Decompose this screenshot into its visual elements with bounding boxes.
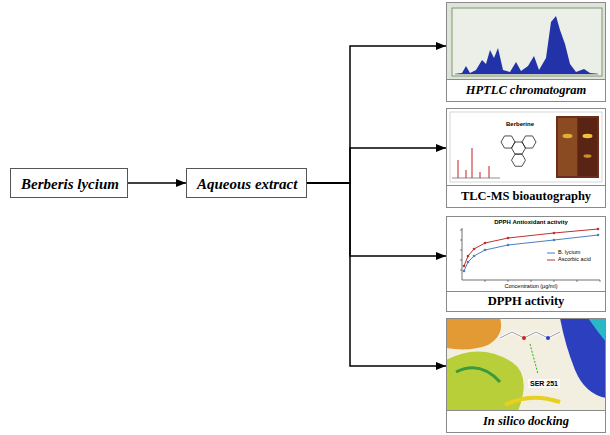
caption-strip: In silico docking: [447, 410, 605, 432]
spectrum-peak: [489, 166, 490, 178]
flow-arrow: [307, 148, 446, 183]
structure-ring: [522, 136, 536, 148]
series-markers: [463, 234, 600, 273]
series-markers: [463, 228, 600, 268]
docking-ground: [446, 318, 606, 411]
panel-caption: TLC-MS bioautography: [461, 189, 591, 204]
box-label: Aqueous extract: [197, 175, 297, 193]
flow-arrow: [128, 182, 186, 184]
flow-arrow: [307, 183, 446, 366]
dpph-chart: [446, 216, 606, 292]
tlc-spot: [563, 134, 573, 138]
panel-caption: In silico docking: [483, 414, 569, 429]
ligand-atom: [546, 336, 550, 340]
hbond-line: [530, 344, 538, 374]
spectrum-peak: [458, 160, 459, 178]
spectrum-peak: [466, 170, 467, 178]
chart-text: DPPH Antioxidant activity: [494, 219, 567, 225]
panel-caption: HPTLC chromatogram: [466, 83, 587, 98]
series-line: [464, 235, 598, 271]
result-panel: In silico docking: [446, 318, 606, 433]
spectrum-baseline: [452, 178, 500, 179]
legend-sample: [547, 260, 555, 261]
axis-ticks: [460, 230, 600, 282]
process-box: Aqueous extract: [186, 168, 307, 198]
chart-text: Ascorbic acid: [558, 257, 591, 263]
panel-caption: DPPH activity: [488, 294, 565, 309]
flow-arrow: [307, 46, 446, 183]
legend-sample: [547, 253, 555, 254]
result-panel: DPPH activity: [446, 216, 606, 312]
tlcms-ground: [446, 108, 606, 186]
spectrum-peak: [480, 172, 481, 178]
caption-strip: TLC-MS bioautography: [447, 185, 605, 207]
protein-loop: [505, 398, 560, 405]
ligand-atom: [522, 336, 526, 340]
tlcms-frame: [450, 112, 602, 182]
y-axis: [462, 228, 463, 280]
process-box: Berberis lycium: [10, 168, 128, 198]
ligand-sticks: [500, 332, 560, 338]
protein-strand: [456, 368, 500, 382]
residue-label: SER 251: [528, 379, 560, 388]
ligand-sticks: [500, 332, 560, 338]
protein-ribbon: [588, 318, 606, 342]
result-panel: HPTLC chromatogram: [446, 2, 606, 102]
compound-label: Berberine: [506, 121, 534, 127]
protein-ribbon: [446, 318, 501, 349]
spectrum-peak: [472, 148, 473, 178]
series-line: [464, 229, 598, 266]
tlcms-image: [446, 108, 606, 186]
caption-strip: DPPH activity: [447, 291, 605, 311]
box-label: Berberis lycium: [21, 175, 119, 193]
docking-image: [446, 318, 606, 411]
chromatogram-peaks: [456, 16, 598, 74]
chart-text: Concentration (µg/ml): [505, 284, 558, 290]
structure-ring: [512, 154, 526, 166]
tlc-spot: [584, 154, 592, 158]
protein-ribbon: [560, 318, 606, 398]
flow-arrow: [307, 183, 446, 256]
tlc-spot: [583, 134, 593, 138]
chromatogram-ground: [446, 2, 606, 80]
caption-strip: HPTLC chromatogram: [447, 79, 605, 101]
tlc-lane: [558, 118, 577, 176]
tlc-plate: [556, 116, 599, 178]
chart-ground: [446, 216, 606, 292]
chromatogram-frame: [452, 8, 602, 76]
hptlc-image: [446, 2, 606, 80]
tlc-lane: [578, 118, 597, 176]
chart-text: B. lycium: [558, 250, 580, 256]
